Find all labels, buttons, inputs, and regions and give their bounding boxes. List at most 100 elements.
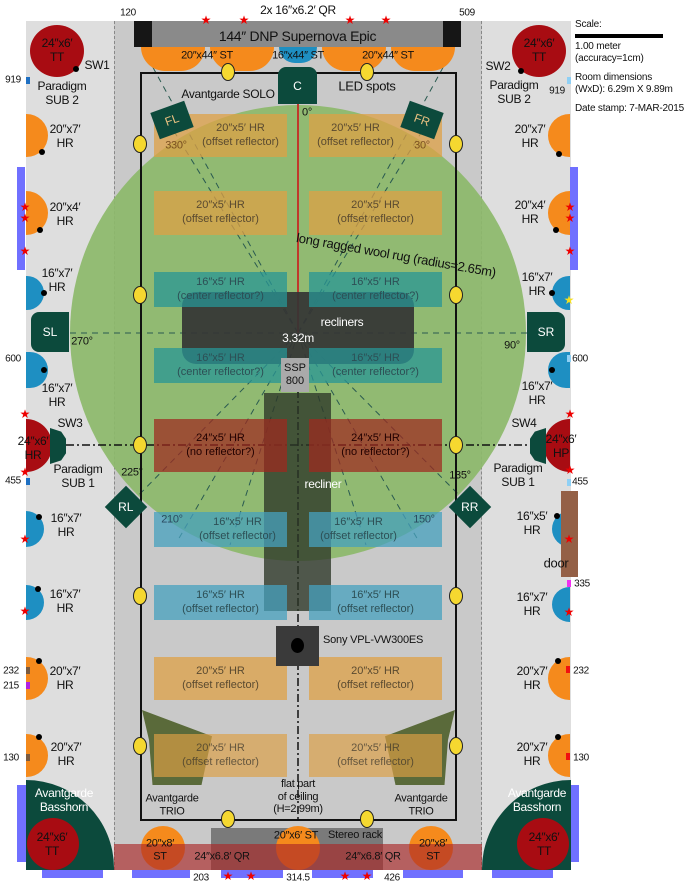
hr-size: 20″x7′: [49, 664, 81, 679]
hr-type: HR: [521, 212, 539, 226]
hr-subwoofer-right: [548, 352, 570, 388]
ceiling-note-3: (H=2.99m): [273, 803, 323, 816]
led-spot[interactable]: [221, 810, 235, 828]
info-panel: Scale: 1.00 meter (accuracy=1cm) Room di…: [575, 19, 684, 115]
mark-232-right: 232: [573, 665, 589, 677]
projector: [276, 626, 319, 666]
hr-right-4-label: 16″x7′HR: [522, 379, 553, 408]
hr-subwoofer-left: [26, 352, 48, 388]
marker-232-left: [26, 667, 30, 674]
stereo-rack-label: Stereo rack: [328, 829, 383, 841]
basshorn-brand: Avantgarde: [34, 786, 94, 801]
mark-455-right: 455: [572, 476, 588, 488]
front-st-center-label: 16″x44″ ST: [272, 49, 324, 62]
hr-panel-note: (no reflector?): [186, 445, 255, 458]
led-spot[interactable]: [449, 286, 463, 304]
basshorn-name: Basshorn: [512, 800, 562, 814]
hr-panel: 16″x5′ HR(offset reflector): [309, 512, 442, 547]
hr-left-2-label: 20″x4′HR: [50, 200, 81, 229]
mic-point: [73, 66, 79, 72]
led-spot[interactable]: [133, 737, 147, 755]
hr-right-3-label: 16″x7′HR: [522, 270, 553, 299]
hr-size: 16″x7′: [41, 381, 73, 396]
led-spot[interactable]: [449, 737, 463, 755]
top-qr-label: 2x 16″x6.2′ QR: [260, 3, 336, 18]
hr-panel-note: (offset reflector): [182, 213, 259, 225]
hr-panel-size: 16″x5′ HR: [196, 351, 245, 364]
led-spot[interactable]: [133, 436, 147, 454]
rear-qr-right-label: 24″x6.8′ QR: [345, 850, 401, 863]
tt-size: 24″x6′: [41, 36, 73, 51]
hr-type: HR: [48, 280, 66, 294]
marker-919-left: [26, 77, 30, 84]
mark-203: 203: [193, 872, 209, 884]
front-st-left-label: 20″x44″ ST: [181, 49, 233, 62]
basshorn-brand: Avantgarde: [507, 786, 567, 801]
hr-panel: 24″x5′ HR(no reflector?): [154, 419, 287, 472]
absorber-panel-bottom: [42, 870, 103, 878]
sub-brand: Paradigm: [493, 461, 543, 476]
hr-subwoofer-left: [26, 657, 48, 700]
led-spot[interactable]: [133, 286, 147, 304]
front-st-right-label: 20″x44″ ST: [362, 49, 414, 62]
measurement-star: ★: [564, 200, 576, 214]
mic-point: [35, 586, 41, 592]
door-label: door: [543, 555, 569, 571]
hr-size: 16″x7′: [516, 590, 548, 605]
led-spot[interactable]: [221, 63, 235, 81]
mark-919-left: 919: [5, 74, 21, 86]
led-spot[interactable]: [133, 135, 147, 153]
absorber-panel-bottom: [221, 870, 283, 878]
hr-panel-size: 20″x5′ HR: [216, 121, 265, 134]
mic-point: [556, 151, 562, 157]
led-spot[interactable]: [449, 135, 463, 153]
absorber-panel-bottom: [312, 870, 373, 878]
sw4-speaker: [530, 428, 546, 464]
hr-panel-size: 16″x5′ HR: [351, 351, 400, 364]
hr-size: 20″x7′: [516, 740, 548, 755]
hr-panel-size: 20″x5′ HR: [351, 741, 400, 754]
led-spot[interactable]: [360, 63, 374, 81]
qr-star: ★: [238, 13, 250, 27]
hr-size: 20″x7′: [50, 740, 82, 755]
sr-label: SR: [537, 325, 555, 339]
led-spot[interactable]: [133, 587, 147, 605]
measurement-star: ★: [19, 200, 31, 214]
st-type: ST: [426, 850, 440, 862]
recliner-label: recliner: [304, 477, 342, 492]
led-spot[interactable]: [449, 587, 463, 605]
tt-left-bottom-label: 24″x6′TT: [37, 830, 68, 859]
led-spot[interactable]: [449, 436, 463, 454]
mark-919-right: 919: [549, 85, 565, 97]
hr-panel-size: 16″x5′ HR: [334, 515, 383, 528]
hr-panel-size: 20″x5′ HR: [196, 199, 245, 212]
mic-point: [39, 149, 45, 155]
marker-600-right: [567, 355, 571, 362]
hr-subwoofer-right: [548, 657, 570, 700]
hr-subwoofer-left: [26, 114, 48, 157]
hr-type: HR: [528, 284, 546, 298]
st-size: 20″x8′: [145, 837, 175, 850]
trio-right-model: TRIO: [408, 805, 434, 817]
projector-lens: [291, 638, 304, 653]
hr-panel-note: (offset reflector): [337, 213, 414, 225]
door[interactable]: [561, 491, 578, 577]
mark-232-left: 232: [3, 665, 19, 677]
led-spot[interactable]: [360, 810, 374, 828]
hr-subwoofer-left: [26, 734, 48, 777]
mic-point: [41, 367, 47, 373]
sub-name: SUB 1: [501, 475, 535, 489]
hr-panel-size: 20″x5′ HR: [331, 121, 380, 134]
ssp-label: SSP: [283, 361, 306, 374]
mark-335-right: 335: [574, 578, 590, 590]
surround-right-speaker: SR: [527, 312, 565, 352]
tt-right-top-label: 24″x6′TT: [524, 36, 555, 65]
rear-st-right-label: 20″x8′ST: [419, 837, 447, 862]
sub-brand: Paradigm: [489, 78, 539, 93]
hr-panel-note: (offset reflector): [182, 755, 259, 768]
mic-point: [36, 514, 42, 520]
